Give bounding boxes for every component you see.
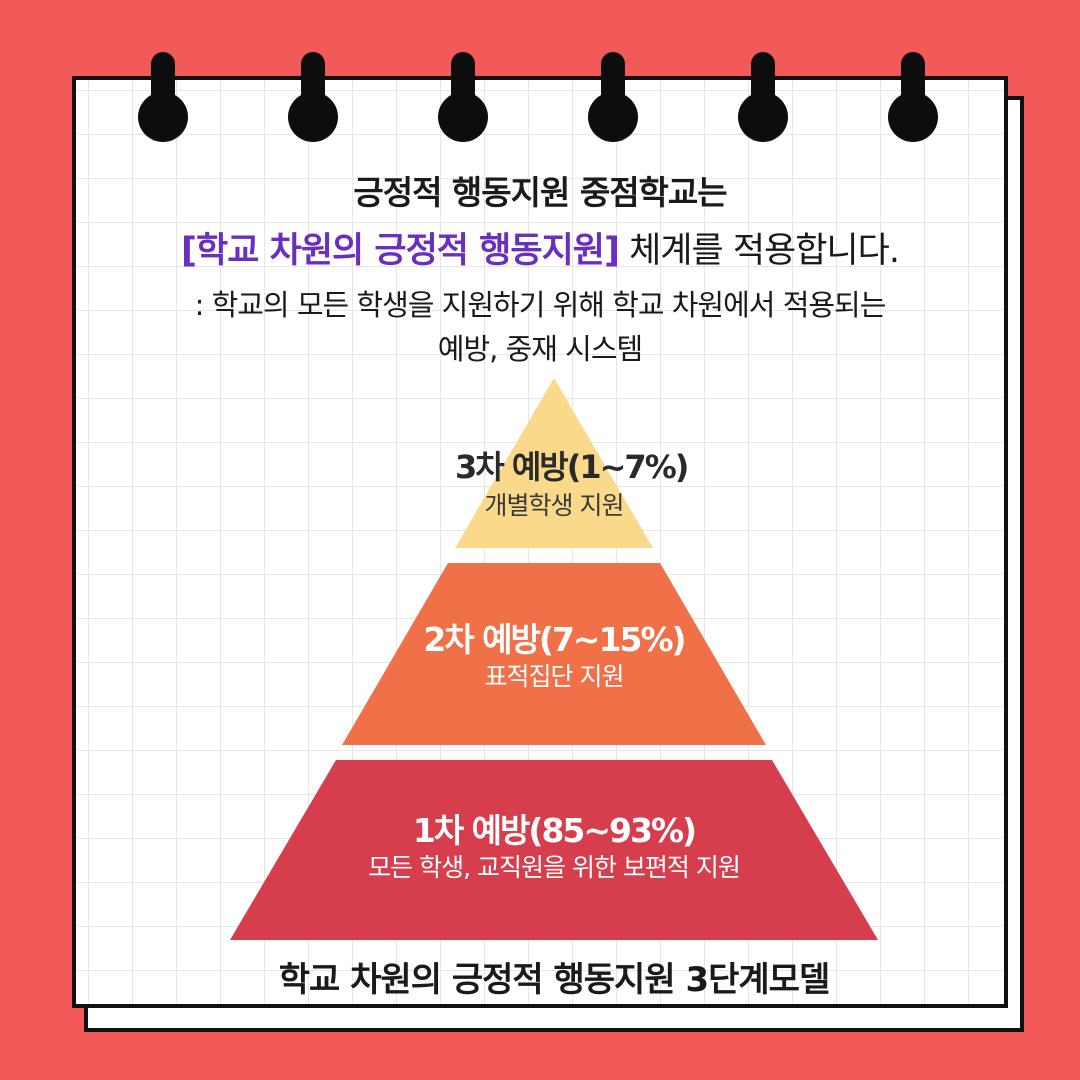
header-line-1: 긍정적 행동지원 중점학교는 — [353, 173, 727, 212]
binder-ring — [138, 52, 188, 144]
header-line-2-rest: 체계를 적용합니다. — [618, 231, 900, 271]
header-line-4: 예방, 중재 시스템 — [437, 332, 643, 366]
pyramid-tier-3: 3차 예방(1~7%) 개별학생 지원 — [455, 378, 689, 548]
pyramid-tier-2-shape — [342, 563, 766, 745]
binder-ring — [888, 52, 938, 144]
binder-ring — [588, 52, 638, 144]
tier-2-title: 2차 예방(7~15%) — [423, 620, 686, 659]
tier-1-subtitle: 모든 학생, 교직원을 위한 보편적 지원 — [368, 853, 741, 882]
header-line-3: : 학교의 모든 학생을 지원하기 위해 학교 차원에서 적용되는 — [194, 288, 887, 322]
pyramid-tier-1-shape — [230, 760, 878, 940]
tier-1-title: 1차 예방(85~93%) — [412, 811, 697, 850]
pyramid-caption: 학교 차원의 긍정적 행동지원 3단계모델 — [278, 960, 830, 1000]
header-line-2: [학교 차원의 긍정적 행동지원] 체계를 적용합니다. — [60, 222, 1020, 273]
binder-ring — [738, 52, 788, 144]
pyramid-tier-2: 2차 예방(7~15%) 표적집단 지원 — [342, 563, 766, 745]
tier-3-subtitle: 개별학생 지원 — [484, 491, 625, 520]
pyramid-tier-3-shape — [455, 378, 653, 548]
tier-3-title: 3차 예방(1~7%) — [455, 448, 689, 486]
pyramid-tier-1: 1차 예방(85~93%) 모든 학생, 교직원을 위한 보편적 지원 — [230, 760, 878, 940]
tier-2-subtitle: 표적집단 지원 — [484, 662, 625, 691]
binder-ring — [288, 52, 338, 144]
binder-ring — [438, 52, 488, 144]
header-highlight: [학교 차원의 긍정적 행동지원] — [181, 231, 620, 271]
